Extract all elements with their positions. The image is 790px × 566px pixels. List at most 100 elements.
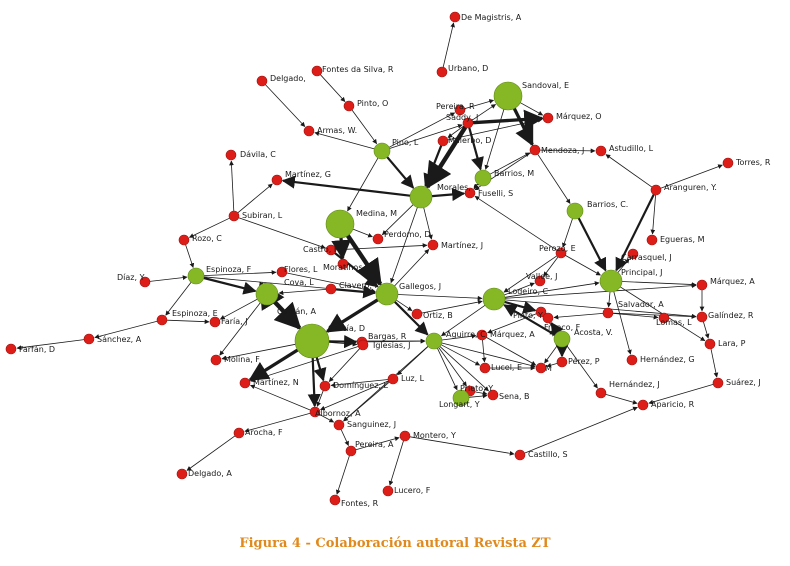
edge-subiran-rozo [188, 217, 230, 238]
node-lucero[interactable] [382, 485, 394, 497]
node-espinoza_e[interactable] [156, 314, 168, 326]
node-vallee[interactable] [534, 275, 546, 287]
edge-iglesias-dominguez [328, 348, 360, 382]
node-dominguez[interactable] [319, 380, 331, 392]
node-lodeiro[interactable] [482, 287, 506, 311]
node-layer [5, 11, 734, 506]
node-label-astudillo: Astudillo, L [609, 144, 654, 153]
node-torres[interactable] [722, 157, 734, 169]
edge-diaz_y-espinoza_f [149, 275, 188, 282]
node-urbano[interactable] [436, 66, 448, 78]
node-salvador[interactable] [602, 307, 614, 319]
edge-morales-gallegos [390, 207, 418, 284]
node-rozo[interactable] [178, 234, 190, 246]
node-gallegos[interactable] [375, 282, 399, 306]
edge-acosta-lodeiro [503, 304, 556, 336]
node-pereira_a[interactable] [345, 445, 357, 457]
node-faria[interactable] [209, 316, 221, 328]
node-carrasquel[interactable] [627, 248, 639, 260]
edge-luz-albornoz [320, 380, 389, 411]
node-astudillo[interactable] [595, 145, 607, 157]
node-davila[interactable] [225, 149, 237, 161]
node-acosta[interactable] [553, 330, 571, 348]
edge-castro-martinez_j [335, 243, 428, 251]
node-castro[interactable] [325, 244, 337, 256]
node-ortiz[interactable] [411, 308, 423, 320]
node-label-lara: Lara, P [718, 339, 746, 348]
node-fontes_r[interactable] [329, 494, 341, 506]
node-suarez[interactable] [712, 377, 724, 389]
node-aparicio[interactable] [637, 399, 649, 411]
node-franco[interactable] [542, 312, 554, 324]
node-label-lucel: Lucel, E [491, 363, 522, 372]
node-espinoza_f[interactable] [187, 267, 205, 285]
node-martinez_j[interactable] [427, 239, 439, 251]
node-moratinos[interactable] [337, 258, 349, 270]
node-delgado_top[interactable] [256, 75, 268, 87]
node-sanguinez[interactable] [333, 419, 345, 431]
edge-suarez-aparicio [648, 384, 714, 405]
node-marquez_o[interactable] [542, 112, 554, 124]
node-clavero[interactable] [325, 283, 337, 295]
node-sandoval[interactable] [493, 81, 523, 111]
node-pereira_r[interactable] [454, 104, 466, 116]
node-sena[interactable] [487, 389, 499, 401]
node-mendoza[interactable] [529, 144, 541, 156]
node-label-albornoz: Albornoz, A [315, 409, 361, 418]
node-castillo[interactable] [514, 449, 526, 461]
edge-galindez-lara [703, 321, 710, 339]
edge-hernandez_j-aparicio [605, 394, 638, 405]
node-perdomo[interactable] [372, 233, 384, 245]
node-galban[interactable] [255, 282, 279, 306]
edge-aguirre-m_small [441, 342, 536, 368]
node-garcia[interactable] [294, 323, 330, 359]
node-armas[interactable] [303, 125, 315, 137]
node-malerbo[interactable] [437, 135, 449, 147]
node-longart[interactable] [452, 389, 470, 407]
node-pinto[interactable] [343, 100, 355, 112]
node-molina[interactable] [210, 354, 222, 366]
node-subiran[interactable] [228, 210, 240, 222]
node-hernandez_j[interactable] [595, 387, 607, 399]
node-barrios_m[interactable] [474, 169, 492, 187]
node-aguirre[interactable] [425, 332, 443, 350]
node-perozo[interactable] [555, 247, 567, 259]
node-hernandez_g[interactable] [626, 354, 638, 366]
node-m_small[interactable] [535, 362, 547, 374]
node-label-urbano: Urbano, D [448, 64, 488, 73]
node-iglesias[interactable] [357, 339, 369, 351]
edge-flores-gallegos [286, 272, 376, 293]
node-lucel[interactable] [479, 362, 491, 374]
node-lomas[interactable] [658, 312, 670, 324]
node-aranguren[interactable] [650, 184, 662, 196]
node-de_magistris[interactable] [449, 11, 461, 23]
node-montero[interactable] [399, 430, 411, 442]
node-marquez_a_m[interactable] [476, 329, 488, 341]
node-luz[interactable] [387, 373, 399, 385]
node-delgado_a[interactable] [176, 468, 188, 480]
node-fuselli[interactable] [464, 187, 476, 199]
node-saddy[interactable] [462, 117, 474, 129]
node-martinez_n[interactable] [239, 377, 251, 389]
node-pinto_y[interactable] [535, 306, 547, 318]
node-medina[interactable] [325, 209, 355, 239]
node-albornoz[interactable] [309, 406, 321, 418]
node-martinez_g[interactable] [271, 174, 283, 186]
node-lara[interactable] [704, 338, 716, 350]
node-barrios_c[interactable] [566, 202, 584, 220]
node-pino[interactable] [373, 142, 391, 160]
node-morales[interactable] [409, 185, 433, 209]
node-label-cova: Cova, L [284, 278, 314, 287]
node-marquez_a_r[interactable] [696, 279, 708, 291]
node-flores[interactable] [276, 266, 288, 278]
node-galindez[interactable] [696, 311, 708, 323]
node-arocha[interactable] [233, 427, 245, 439]
node-label-molina: Molina, F [224, 355, 260, 364]
node-egueras[interactable] [646, 234, 658, 246]
node-farfan[interactable] [5, 343, 17, 355]
node-sanchez[interactable] [83, 333, 95, 345]
node-fontes_silva[interactable] [311, 65, 323, 77]
node-perez_p[interactable] [556, 356, 568, 368]
node-principal[interactable] [599, 269, 623, 293]
node-diaz_y[interactable] [139, 276, 151, 288]
